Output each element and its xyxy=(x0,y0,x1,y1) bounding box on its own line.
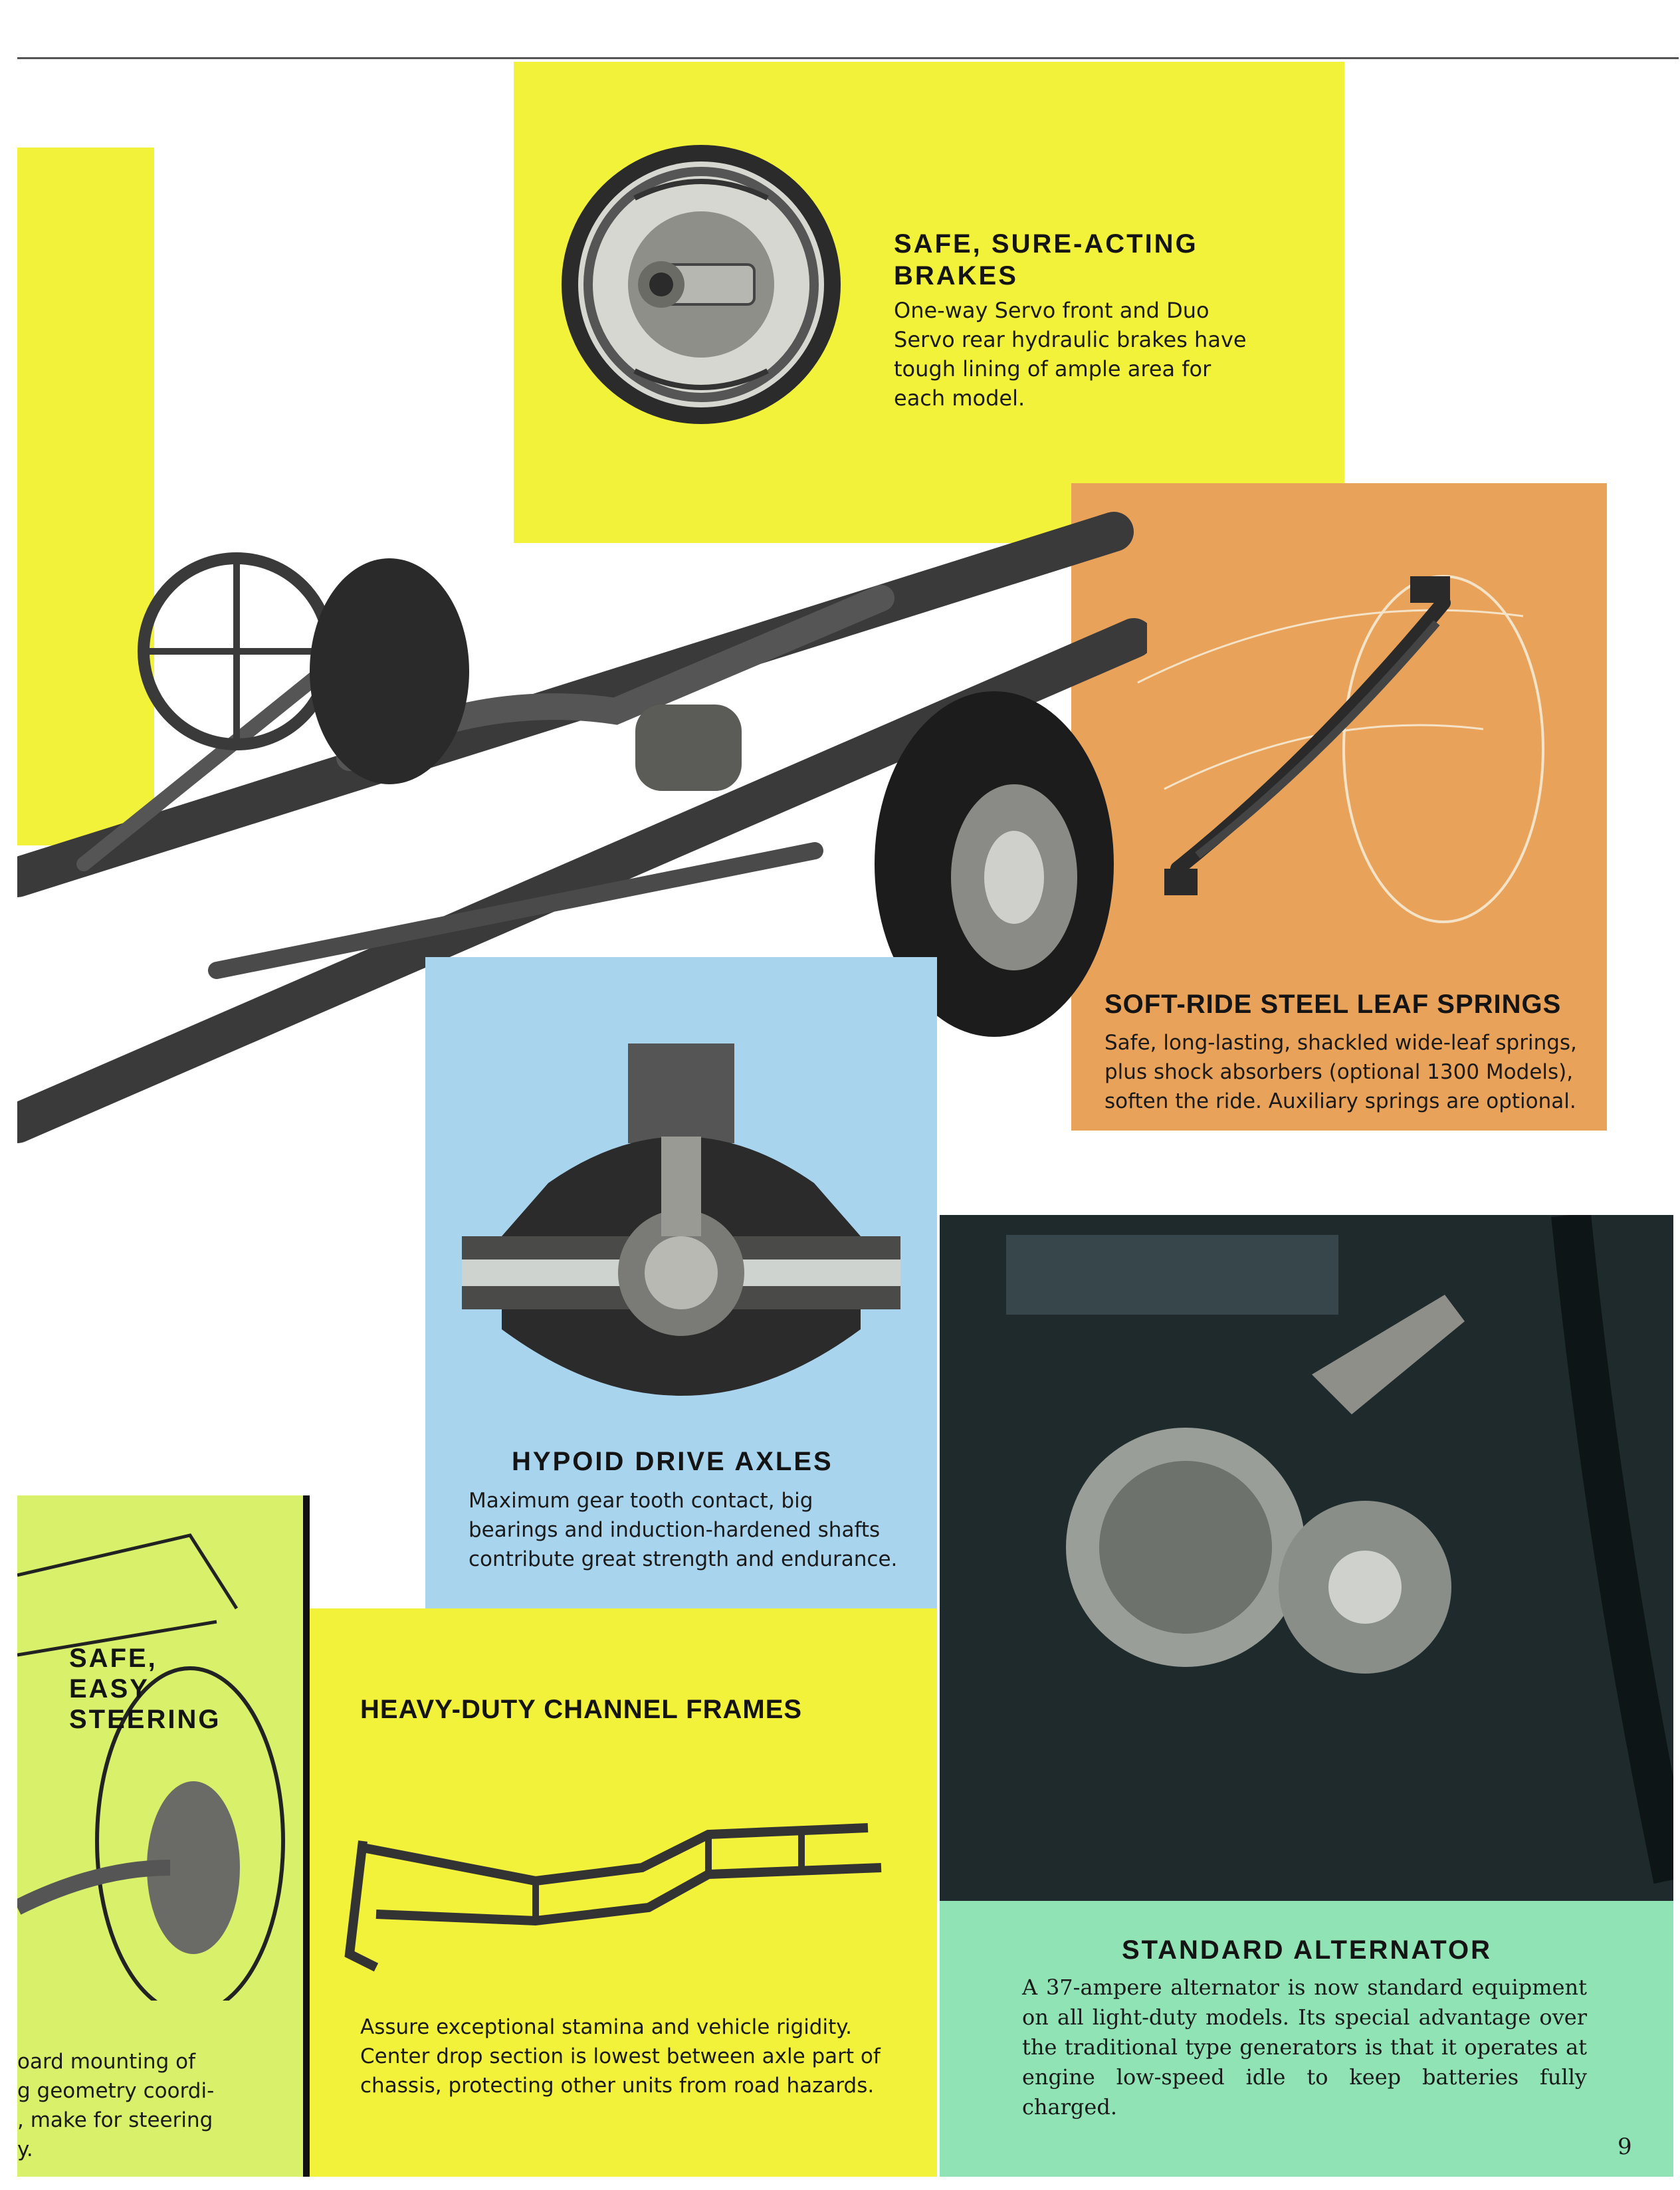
brakes-panel: SAFE, SURE-ACTING BRAKES One-way Servo f… xyxy=(514,62,1344,543)
steering-panel: SAFE, EASY STEERING oard mounting of g g… xyxy=(17,1495,303,2177)
steering-title-line1: SAFE, xyxy=(69,1644,158,1673)
channel-frame-illustration xyxy=(344,1823,882,1972)
springs-title: SOFT-RIDE STEEL LEAF SPRINGS xyxy=(1104,990,1562,1019)
springs-text: Safe, long-lasting, shackled wide-leaf s… xyxy=(1104,1031,1577,1113)
steering-title-line3: STEERING xyxy=(69,1705,221,1734)
brake-drum-illustration xyxy=(562,145,841,424)
alternator-illustration xyxy=(940,1215,1673,1901)
steering-text-line2: g geometry coordi- xyxy=(17,2079,215,2103)
alternator-photo xyxy=(940,1215,1673,1901)
alternator-title: STANDARD ALTERNATOR xyxy=(1122,1935,1492,1965)
brakes-text: One-way Servo front and Duo Servo rear h… xyxy=(894,298,1247,411)
steering-text-line1: oard mounting of xyxy=(17,2050,195,2074)
steering-title-line2: EASY xyxy=(69,1674,150,1703)
frames-title: HEAVY-DUTY CHANNEL FRAMES xyxy=(360,1695,803,1724)
alternator-panel: STANDARD ALTERNATOR A 37-ampere alternat… xyxy=(940,1901,1673,2177)
top-rule xyxy=(17,57,1679,59)
differential-illustration xyxy=(462,1043,900,1396)
springs-panel: SOFT-RIDE STEEL LEAF SPRINGS Safe, long-… xyxy=(1071,483,1607,1131)
steering-text-line4: y. xyxy=(17,2137,33,2161)
steering-text-line3: , make for steering xyxy=(17,2108,213,2132)
steering-divider xyxy=(303,1495,310,2177)
leaf-spring-illustration xyxy=(1137,575,1544,923)
axles-title: HYPOID DRIVE AXLES xyxy=(512,1447,833,1476)
steering-linkage-illustration xyxy=(17,1533,285,2001)
left-yellow-strip xyxy=(17,148,154,845)
axles-panel: HYPOID DRIVE AXLES Maximum gear tooth co… xyxy=(425,957,937,1608)
alternator-text: A 37-ampere alternator is now standard e… xyxy=(1022,1975,1587,2120)
frames-panel: HEAVY-DUTY CHANNEL FRAMES Assure excepti… xyxy=(310,1608,937,2177)
frames-text: Assure exceptional stamina and vehicle r… xyxy=(360,2015,881,2098)
brakes-title: SAFE, SURE-ACTING BRAKES xyxy=(894,229,1198,290)
axles-text: Maximum gear tooth contact, big bearings… xyxy=(469,1489,898,1571)
chassis-illustration xyxy=(17,512,1147,1143)
page-number: 9 xyxy=(1618,2134,1632,2160)
